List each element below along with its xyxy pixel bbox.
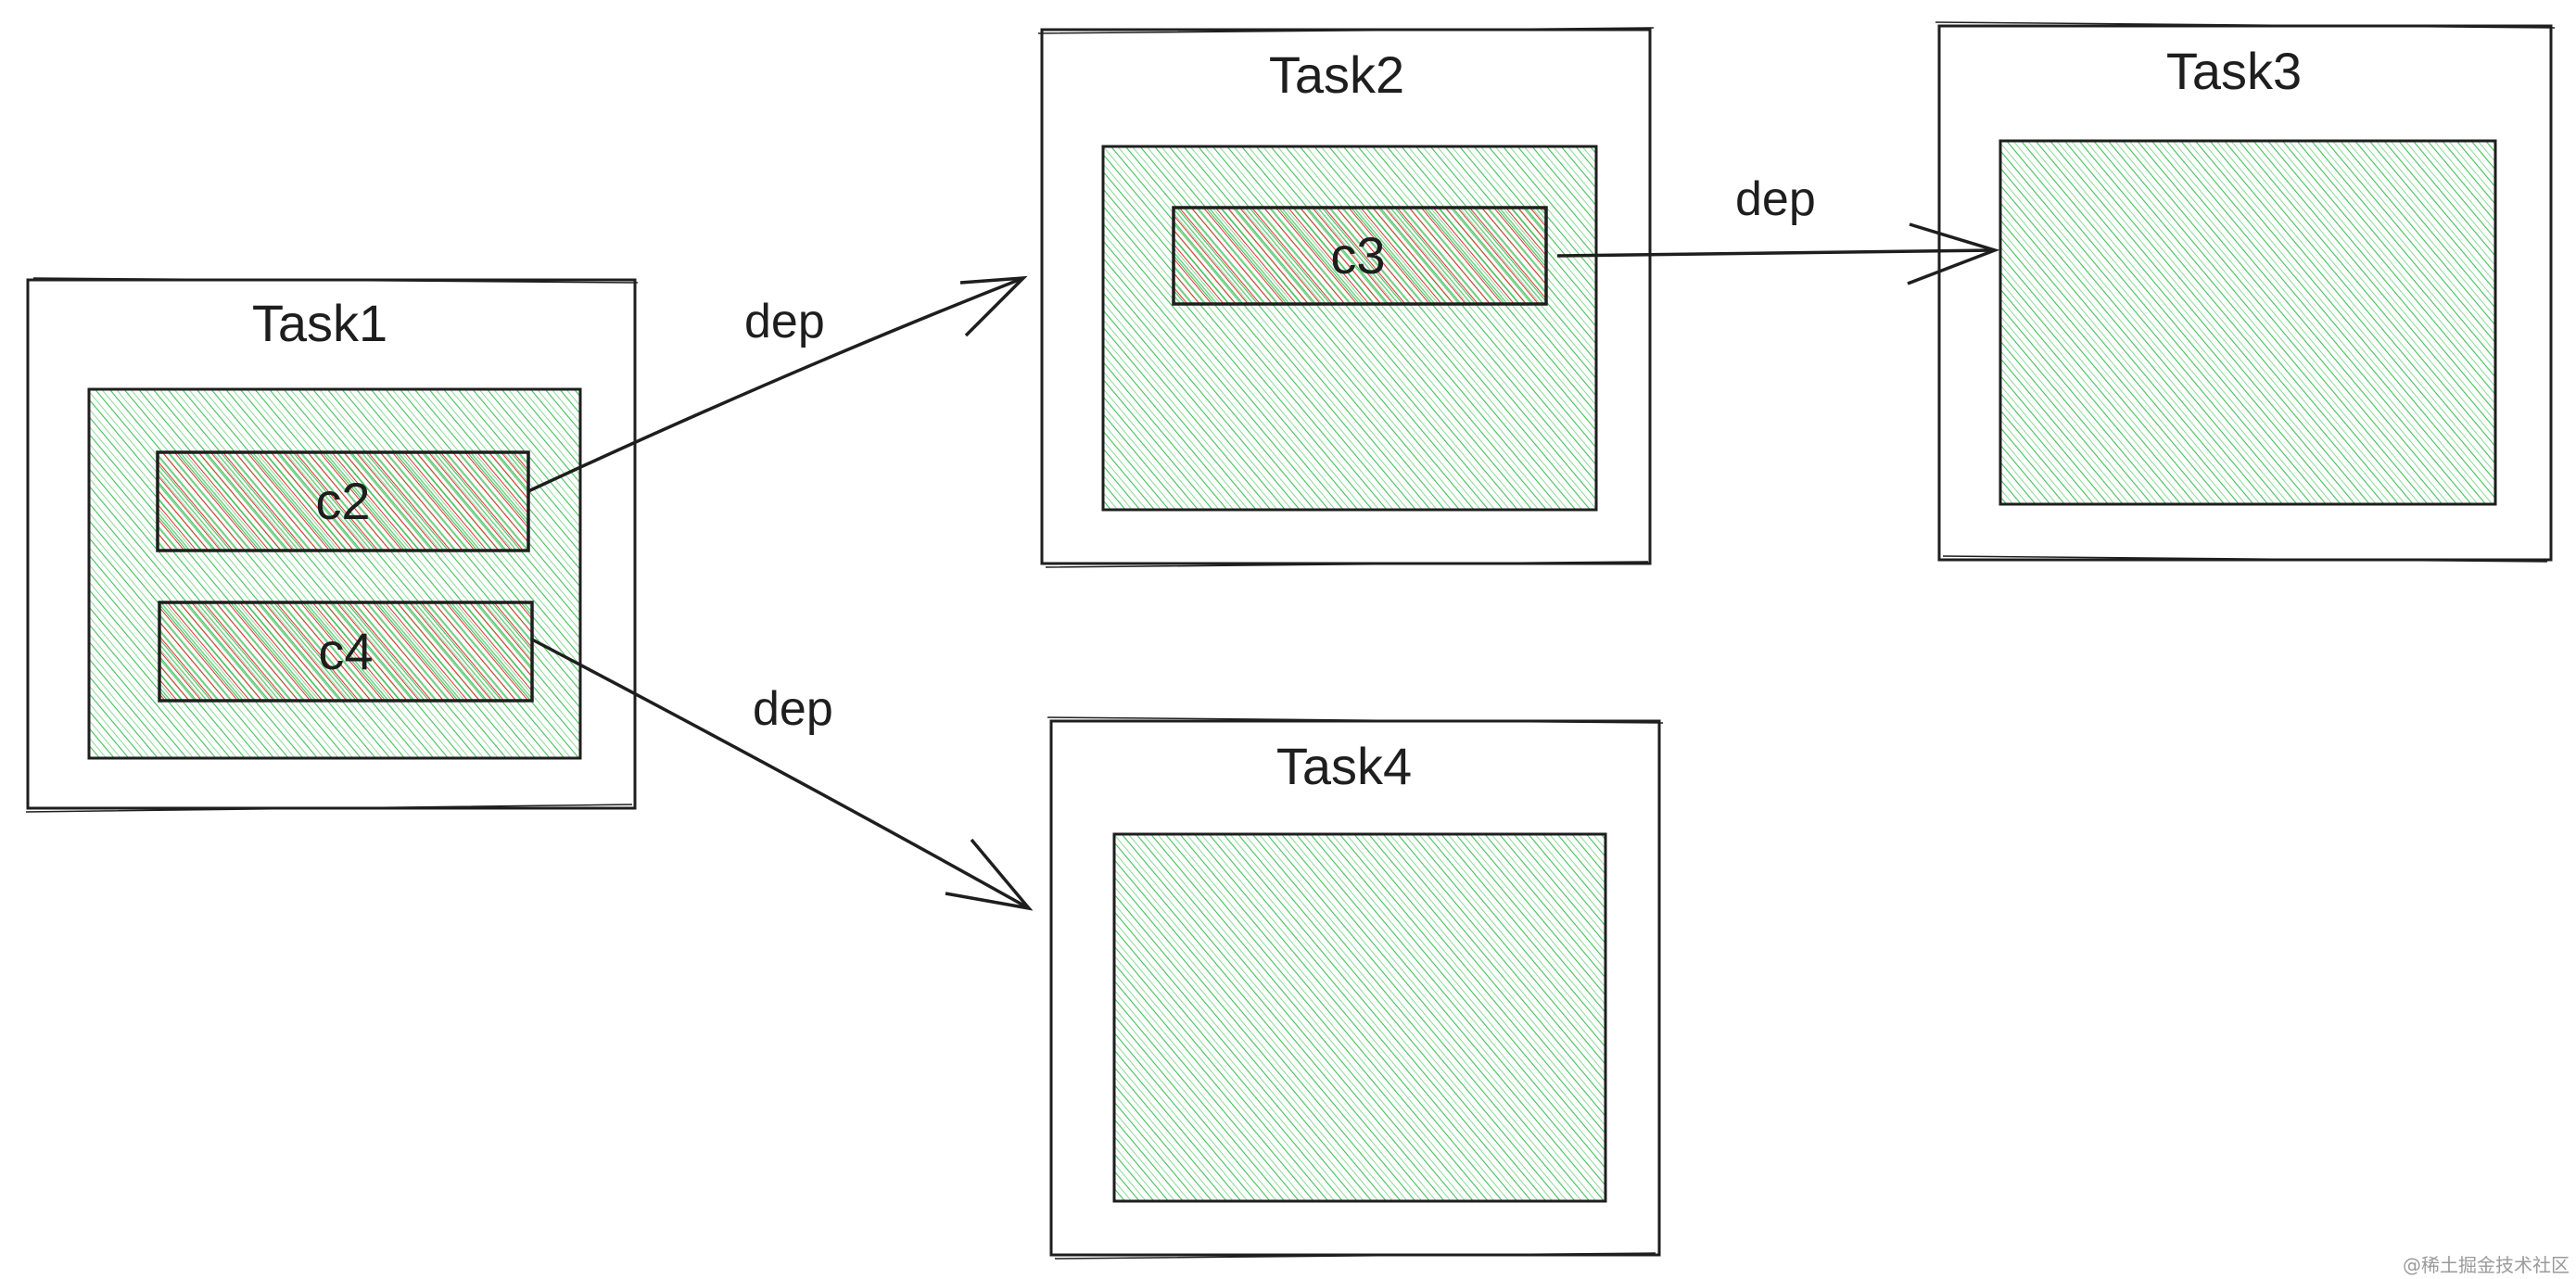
task3-frame <box>1937 24 2553 562</box>
edge-c3-task3-label: dep <box>1735 172 1816 226</box>
chunk-c2[interactable]: c2 <box>156 450 530 552</box>
chunk-c4-box <box>158 601 534 703</box>
edge-c4-task4[interactable]: dep <box>531 638 1034 911</box>
task2-body <box>1101 145 1598 512</box>
chunk-c3[interactable]: c3 <box>1172 206 1548 306</box>
task1-title: Task1 <box>252 294 387 352</box>
chunk-c4[interactable]: c4 <box>158 601 534 703</box>
task2-node[interactable]: Task2 c3 <box>1037 27 1655 568</box>
edge-c2-task2-arrowhead <box>959 275 1028 337</box>
task1-body <box>87 387 582 760</box>
edge-c2-task2-label: dep <box>744 295 825 348</box>
chunk-c3-label: c3 <box>1330 226 1385 285</box>
chunk-c3-box <box>1172 206 1548 306</box>
task3-title: Task3 <box>2166 42 2302 100</box>
task4-body <box>1112 832 1607 1203</box>
chunk-c4-label: c4 <box>318 622 373 680</box>
edge-c3-task3-arrowhead <box>1907 222 2000 285</box>
chunk-c2-box <box>156 450 530 552</box>
chunk-c2-label: c2 <box>315 472 370 530</box>
task3-body <box>1999 139 2497 506</box>
edge-c4-task4-line <box>531 638 1030 910</box>
edge-c2-task2-line <box>527 276 1024 493</box>
task1-node[interactable]: Task1 c2 c4 <box>25 277 639 813</box>
task4-title: Task4 <box>1276 737 1412 795</box>
watermark: @稀土掘金技术社区 <box>2403 1254 2570 1276</box>
edge-c3-task3[interactable]: dep <box>1556 172 2000 285</box>
edge-c4-task4-arrowhead <box>945 838 1034 911</box>
task4-frame <box>1049 719 1661 1257</box>
task2-frame <box>1040 28 1652 565</box>
edge-c3-task3-line <box>1556 248 1996 258</box>
task2-title: Task2 <box>1269 45 1404 104</box>
task3-node[interactable]: Task3 <box>1935 21 2556 563</box>
edge-c4-task4-label: dep <box>753 682 833 736</box>
task4-node[interactable]: Task4 <box>1047 716 1664 1260</box>
edge-c2-task2[interactable]: dep <box>527 275 1028 493</box>
